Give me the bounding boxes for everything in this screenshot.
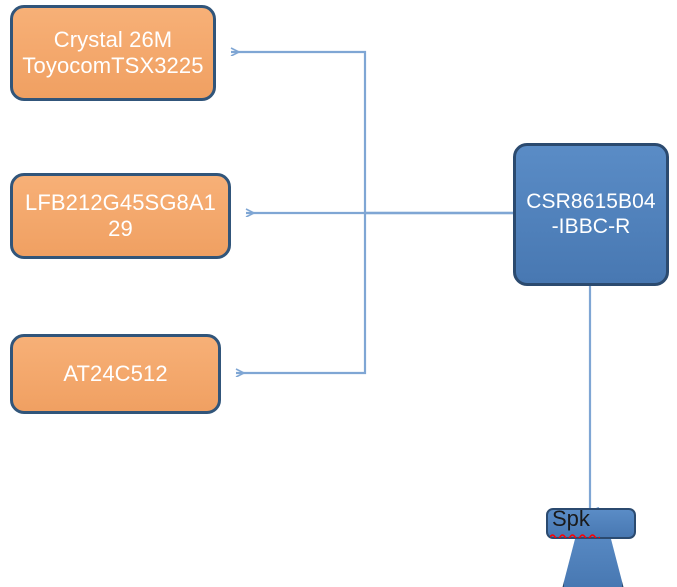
node-lfb-label: LFB212G45SG8A129 <box>25 190 216 241</box>
node-at24c512[interactable]: AT24C512 <box>10 334 221 414</box>
connector-csr-to-crystal <box>231 52 513 215</box>
node-lfb212g45sg8a129[interactable]: LFB212G45SG8A129 <box>10 173 231 259</box>
speaker-label-box <box>546 508 636 539</box>
node-at24-label: AT24C512 <box>63 361 168 387</box>
node-speaker[interactable]: Spk <box>540 505 640 587</box>
connector-csr-to-at24 <box>236 211 513 373</box>
speaker-label: Spk <box>552 506 590 531</box>
node-crystal-26m-toyocom[interactable]: Crystal 26M ToyocomTSX3225 <box>10 5 216 101</box>
spellcheck-underline-icon <box>550 534 600 538</box>
node-crystal-label: Crystal 26M ToyocomTSX3225 <box>22 27 204 78</box>
node-csr-label: CSR8615B04-IBBC-R <box>526 189 656 238</box>
node-csr8615b04-ibbc-r[interactable]: CSR8615B04-IBBC-R <box>513 143 669 286</box>
